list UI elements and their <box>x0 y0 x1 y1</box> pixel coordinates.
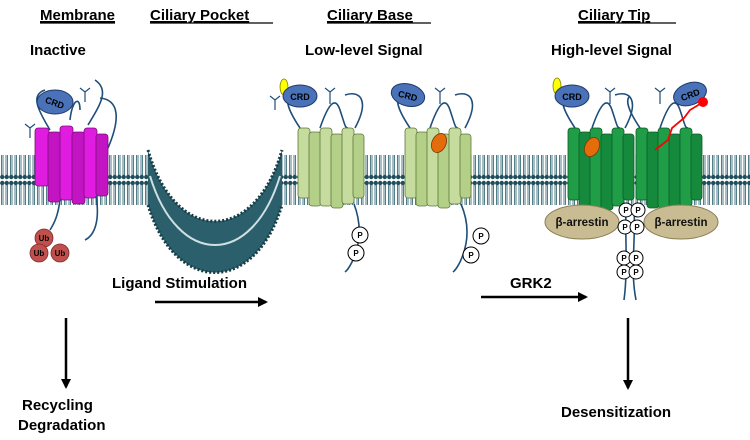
phospho-label: P <box>357 231 363 240</box>
phosphorylated-tails: P P P P P P P P <box>616 202 646 301</box>
ub-label: Ub <box>34 249 45 258</box>
desensitization-label: Desensitization <box>561 404 671 421</box>
phospho-label: P <box>478 232 484 241</box>
phospho-label: P <box>468 251 474 260</box>
arrestin-label: β-arrestin <box>654 217 707 229</box>
header-membrane: Membrane <box>40 7 115 24</box>
low-signal-receptor-2: CRD P P <box>390 82 490 273</box>
phospho-label: P <box>633 268 639 277</box>
grk2-label: GRK2 <box>510 275 552 292</box>
crd-label: CRD <box>290 92 310 102</box>
header-ciliary-tip: Ciliary Tip <box>578 7 650 24</box>
phospho-label: P <box>634 223 640 232</box>
phospho-label: P <box>633 254 639 263</box>
phospho-label: P <box>622 223 628 232</box>
ub-label: Ub <box>55 249 66 258</box>
crd-label: CRD <box>562 92 582 102</box>
header-ciliary-pocket: Ciliary Pocket <box>150 7 249 24</box>
phospho-label: P <box>621 268 627 277</box>
beta-arrestin-right: β-arrestin <box>643 204 719 240</box>
state-low-level-signal: Low-level Signal <box>305 42 423 59</box>
arrestin-label: β-arrestin <box>555 217 608 229</box>
ub-label: Ub <box>39 234 50 243</box>
recycling-label: Recycling <box>22 397 93 414</box>
crd-label: CRD <box>397 89 419 104</box>
state-high-level-signal: High-level Signal <box>551 42 672 59</box>
inactive-receptor <box>24 79 117 241</box>
crd-domain: CRD <box>36 89 74 115</box>
high-signal-receptor-2: CRD <box>626 81 708 211</box>
beta-arrestin-left: β-arrestin <box>544 204 620 240</box>
state-inactive: Inactive <box>30 42 86 59</box>
phospho-label: P <box>621 254 627 263</box>
ciliary-pocket-membrane <box>146 149 284 274</box>
ubiquitin-cluster: Ub Ub Ub <box>29 228 70 263</box>
phospho-label: P <box>635 206 641 215</box>
phospho-label: P <box>353 249 359 258</box>
header-ciliary-base: Ciliary Base <box>327 7 413 24</box>
degradation-label: Degradation <box>18 417 106 434</box>
high-signal-receptor-1: CRD <box>552 77 635 211</box>
low-signal-receptor-1: CRD P P <box>269 78 369 273</box>
ligand-stimulation-label: Ligand Stimulation <box>112 275 247 292</box>
phospho-label: P <box>623 206 629 215</box>
